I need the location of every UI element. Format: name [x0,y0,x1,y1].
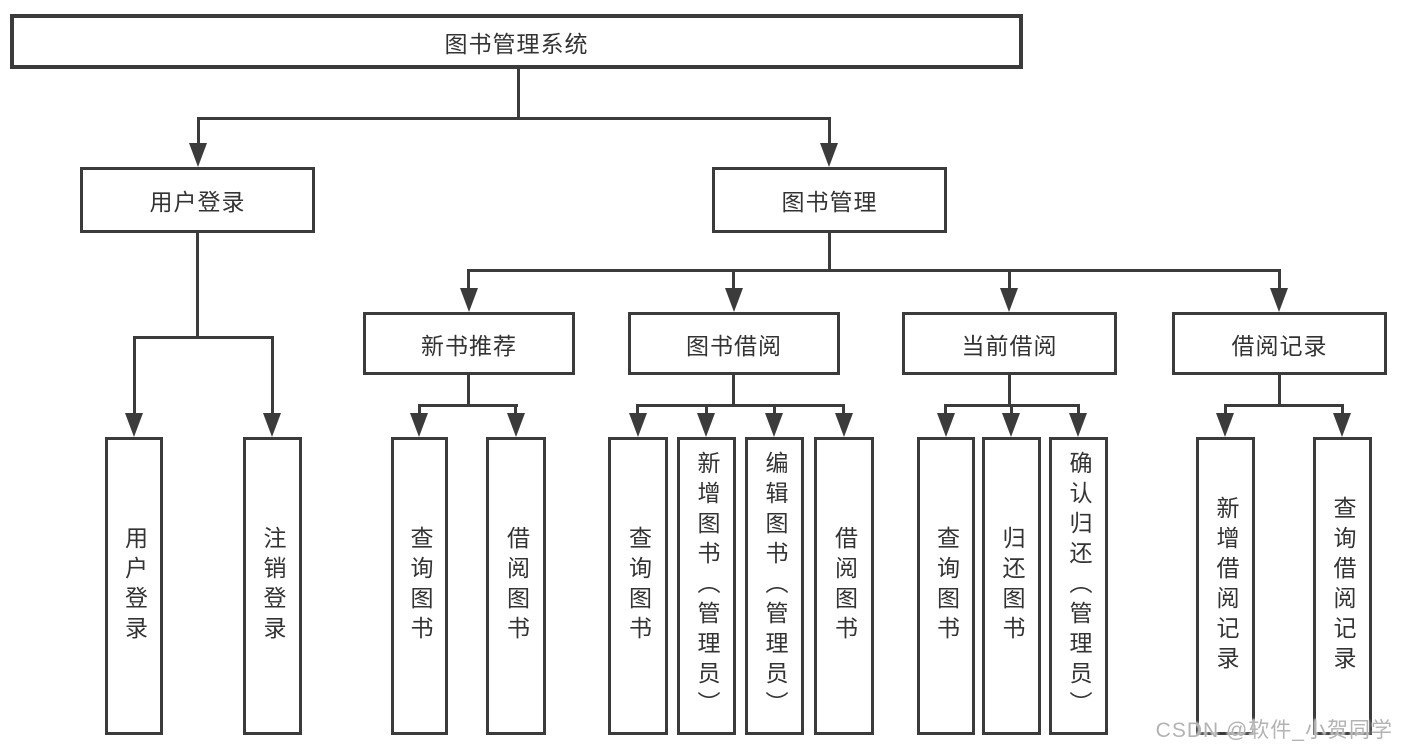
node-label: 确认归还（管理员） [1066,451,1092,721]
node-label: 借阅图书 [503,526,530,646]
node-book-management-system: 图书管理系统 [10,14,1023,69]
connector-line [271,336,274,413]
connector-line [418,404,518,407]
leaf-edit-book-admin: 编辑图书（管理员） [745,437,804,735]
node-label: 新书推荐 [421,332,517,359]
connector-line [1278,375,1281,407]
connector-line [636,404,845,407]
node-label: 查询图书 [933,526,960,646]
node-label: 图书管理 [781,189,878,215]
connector-arrowhead [410,413,428,437]
node-label: 查询借阅记录 [1330,496,1356,676]
node-label: 查询图书 [625,526,652,646]
leaf-add-borrow-record: 新增借阅记录 [1196,437,1255,735]
connector-line [133,336,274,339]
node-new-book-recommend: 新书推荐 [363,312,575,375]
connector-line [732,375,735,407]
connector-arrowhead [725,288,743,312]
connector-line [197,117,831,120]
watermark: CSDN @软件_小贺同学 [1155,719,1393,742]
node-label: 借阅记录 [1231,332,1328,359]
node-user-login: 用户登录 [80,167,315,233]
connector-line [842,404,845,414]
connector-arrowhead [263,413,281,437]
node-current-borrowing: 当前借阅 [902,312,1117,375]
connector-line [944,404,947,414]
connector-line [1008,269,1011,289]
connector-arrowhead [1000,288,1018,312]
connector-line [636,404,639,414]
connector-line [1077,404,1080,414]
connector-arrowhead [697,413,715,437]
leaf-add-book-admin: 新增图书（管理员） [677,437,736,735]
connector-line [467,375,470,407]
connector-arrowhead [1270,288,1288,312]
node-label: 图书借阅 [686,332,782,359]
connector-arrowhead [1216,413,1234,437]
connector-line [196,233,199,339]
connector-line [517,69,520,119]
node-label: 借阅图书 [831,526,858,646]
leaf-confirm-return-admin: 确认归还（管理员） [1049,437,1108,735]
node-label: 归还图书 [999,526,1025,646]
connector-arrowhead [765,413,783,437]
leaf-borrow-books-borrowing: 借阅图书 [814,437,874,735]
connector-line [197,117,200,144]
connector-line [705,404,708,414]
connector-line [828,233,831,272]
node-label: 新增图书（管理员） [694,451,720,721]
connector-line [828,117,831,144]
node-label: 图书管理系统 [444,30,589,57]
connector-line [732,269,735,289]
node-label: 编辑图书（管理员） [762,451,788,721]
node-label: 注销登录 [260,526,286,646]
connector-line [1278,269,1281,289]
connector-arrowhead [629,413,647,437]
leaf-user-login: 用户登录 [105,437,163,735]
node-label: 用户登录 [149,189,246,215]
connector-arrowhead [835,413,853,437]
connector-line [1008,375,1011,407]
connector-arrowhead [820,143,838,167]
connector-line [773,404,776,414]
connector-arrowhead [507,413,525,437]
connector-line [467,269,1280,272]
node-book-management: 图书管理 [712,167,947,233]
leaf-query-books-recommend: 查询图书 [391,437,448,735]
leaf-query-books-current: 查询图书 [917,437,975,735]
connector-line [514,404,517,414]
node-label: 查询图书 [407,526,433,646]
connector-arrowhead [189,143,207,167]
connector-arrowhead [460,288,478,312]
leaf-return-books: 归还图书 [982,437,1041,735]
node-label: 当前借阅 [961,332,1058,359]
connector-arrowhead [937,413,955,437]
connector-line [133,336,136,413]
node-borrowing-records: 借阅记录 [1172,312,1387,375]
connector-line [1010,404,1013,414]
connector-arrowhead [1333,413,1351,437]
leaf-query-borrow-record: 查询借阅记录 [1313,437,1372,735]
connector-line [1224,404,1344,407]
connector-arrowhead [1002,413,1020,437]
connector-line [1341,404,1344,414]
connector-line [1224,404,1227,414]
node-label: 新增借阅记录 [1213,496,1239,676]
node-book-borrowing: 图书借阅 [628,312,840,375]
leaf-borrow-books-recommend: 借阅图书 [486,437,546,735]
connector-arrowhead [1069,413,1087,437]
node-label: 用户登录 [121,526,148,646]
connector-arrowhead [125,413,143,437]
connector-line [418,404,421,414]
connector-line [467,269,470,289]
leaf-logout: 注销登录 [243,437,302,735]
leaf-query-books-borrowing: 查询图书 [608,437,668,735]
